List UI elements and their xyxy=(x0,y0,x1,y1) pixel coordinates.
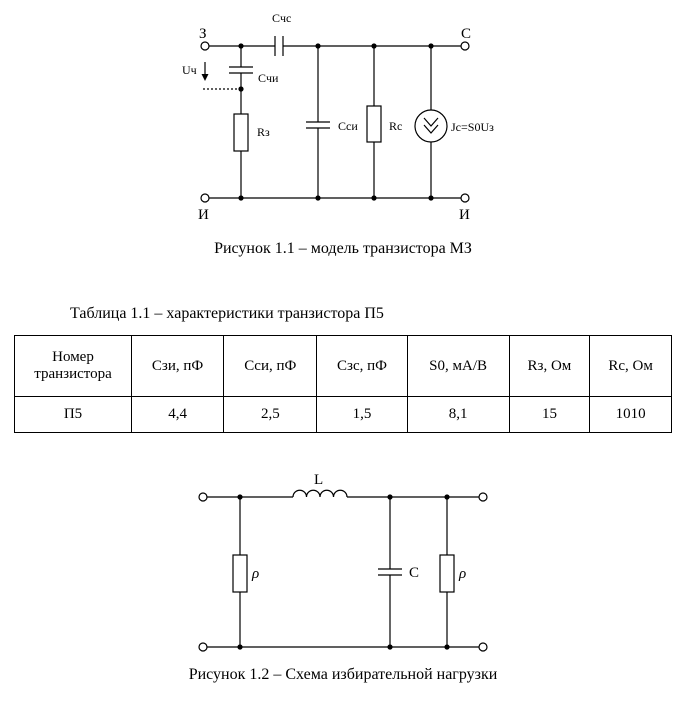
cell-s0: 8,1 xyxy=(406,396,510,433)
figure-2-caption: Рисунок 1.2 – Схема избирательной нагруз… xyxy=(188,666,498,683)
label-capacitor: C xyxy=(409,565,419,581)
label-c-gd: Cчс xyxy=(272,11,291,25)
header-rc: Rс, Ом xyxy=(589,335,672,397)
figure-1-caption: Рисунок 1.1 – модель транзистора МЗ xyxy=(214,240,472,257)
rho-right-resistor xyxy=(439,554,455,593)
terminal-gate xyxy=(200,41,210,51)
label-current-source: Jс=S0Uз xyxy=(451,120,494,134)
label-u-gs: Uч xyxy=(182,63,197,77)
rd-resistor xyxy=(366,105,382,143)
rg-resistor xyxy=(233,113,249,152)
label-gate: З xyxy=(199,26,207,42)
terminal-in-top xyxy=(198,492,208,502)
header-czs: Cзс, пФ xyxy=(316,335,408,397)
cell-rz: 15 xyxy=(508,396,591,433)
terminal-out-bottom xyxy=(478,642,488,652)
terminal-source-left xyxy=(200,193,210,203)
label-source-left: И xyxy=(198,207,209,223)
label-c-ds: Cси xyxy=(338,119,358,133)
cell-number: П5 xyxy=(14,396,132,433)
figure-1-circuit: З С И И Cчс Cчи Uч Rз Cси Rс Jс=S0Uз xyxy=(182,11,494,223)
label-inductor: L xyxy=(314,472,323,488)
inductor-coil xyxy=(292,489,348,498)
label-source-right: И xyxy=(459,207,470,223)
cell-csi: 2,5 xyxy=(223,396,318,433)
header-transistor-number: Номер транзистора xyxy=(14,335,132,397)
terminal-out-top xyxy=(478,492,488,502)
label-c-gs: Cчи xyxy=(258,71,279,85)
cell-rc: 1010 xyxy=(589,396,672,433)
header-s0: S0, мА/В xyxy=(406,335,510,397)
header-rz: Rз, Ом xyxy=(508,335,591,397)
terminal-source-right xyxy=(460,193,470,203)
table-row: П5 4,4 2,5 1,5 8,1 15 1010 xyxy=(14,396,672,433)
label-rho-left: ρ xyxy=(251,566,259,582)
table-caption: Таблица 1.1 – характеристики транзистора… xyxy=(70,305,384,322)
header-csi: Cси, пФ xyxy=(223,335,318,397)
terminal-in-bottom xyxy=(198,642,208,652)
label-rho-right: ρ xyxy=(458,566,466,582)
label-r-gate: Rз xyxy=(257,125,270,139)
header-czi: Cзи, пФ xyxy=(130,335,225,397)
rho-left-resistor xyxy=(232,554,248,593)
label-drain: С xyxy=(461,26,471,42)
cell-czi: 4,4 xyxy=(130,396,225,433)
transistor-characteristics-table: Номер транзистора Cзи, пФ Cси, пФ Cзс, п… xyxy=(14,335,672,433)
table-header-row: Номер транзистора Cзи, пФ Cси, пФ Cзс, п… xyxy=(14,335,672,397)
terminal-drain xyxy=(460,41,470,51)
figure-2-circuit: L ρ C ρ xyxy=(198,472,488,652)
cell-czs: 1,5 xyxy=(316,396,408,433)
label-r-d: Rс xyxy=(389,119,402,133)
